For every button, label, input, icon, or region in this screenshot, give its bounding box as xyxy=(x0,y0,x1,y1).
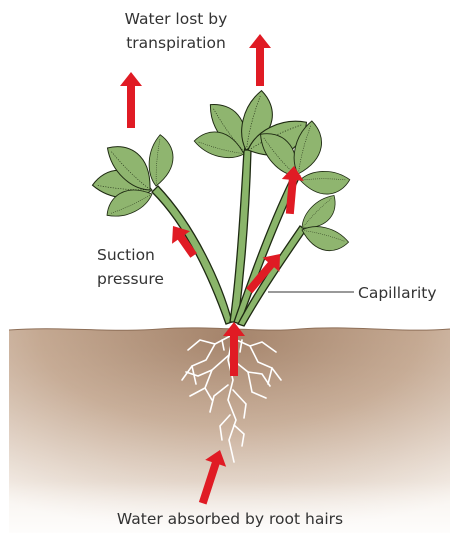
capillarity-label: Capillarity xyxy=(358,284,437,302)
transpiration-arrow-left xyxy=(120,72,142,128)
root-absorption-label: Water absorbed by root hairs xyxy=(117,510,343,528)
transpiration-label-line2: transpiration xyxy=(126,34,226,52)
soil xyxy=(9,328,450,533)
transpiration-label-line1: Water lost by xyxy=(125,10,228,28)
suction-label-line1: Suction xyxy=(97,246,155,264)
suction-label-line2: pressure xyxy=(97,270,164,288)
transpiration-arrow-right xyxy=(249,34,271,86)
